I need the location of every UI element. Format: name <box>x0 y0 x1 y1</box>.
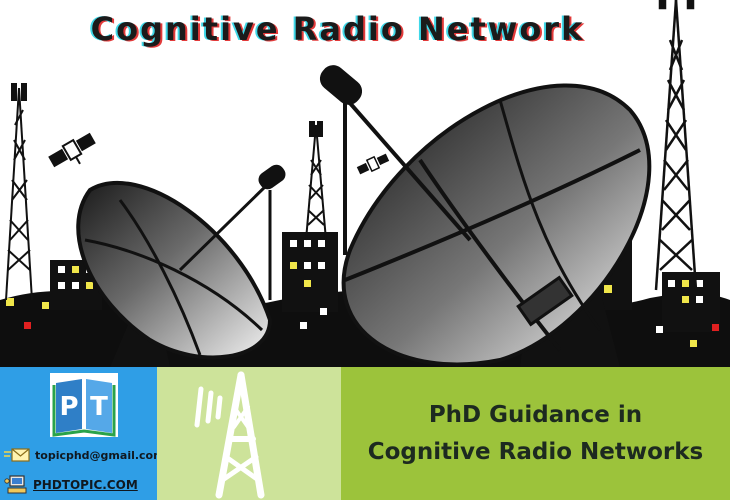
book-logo-icon: P T <box>52 379 116 437</box>
cognitive-radio-illustration <box>0 0 730 367</box>
envelope-icon <box>4 448 30 462</box>
satellite-dish-icon <box>76 164 286 367</box>
antenna-tower-icon <box>194 371 265 499</box>
email-contact[interactable]: topicphd@gmail.com <box>4 447 165 463</box>
satellite-icon <box>48 132 96 168</box>
brand-logo: P T <box>50 373 118 437</box>
antenna-panel <box>157 367 341 500</box>
city-building-icon <box>662 272 720 332</box>
satellite-dish-icon <box>319 65 652 367</box>
footer-banner: P T topicphd@gmail.com PHDTOPIC.COM <box>0 367 730 500</box>
cell-tower-icon <box>654 0 698 291</box>
page-title: Cognitive Radio Network <box>90 10 585 48</box>
guidance-panel: PhD Guidance in Cognitive Radio Networks <box>341 367 730 500</box>
cell-tower-icon <box>305 121 327 241</box>
city-building-icon <box>282 232 338 312</box>
website-link[interactable]: PHDTOPIC.COM <box>33 478 138 492</box>
email-address[interactable]: topicphd@gmail.com <box>35 448 165 462</box>
cell-tower-icon <box>5 83 33 301</box>
website-contact[interactable]: PHDTOPIC.COM <box>4 475 138 494</box>
logo-letter: P <box>59 392 78 422</box>
logo-letter: T <box>90 392 108 422</box>
computer-icon <box>4 475 27 494</box>
guidance-heading-line2: Cognitive Radio Networks <box>367 438 704 465</box>
contact-panel: P T topicphd@gmail.com PHDTOPIC.COM <box>0 367 165 500</box>
satellite-icon <box>356 153 390 175</box>
guidance-heading-line1: PhD Guidance in <box>428 401 643 428</box>
